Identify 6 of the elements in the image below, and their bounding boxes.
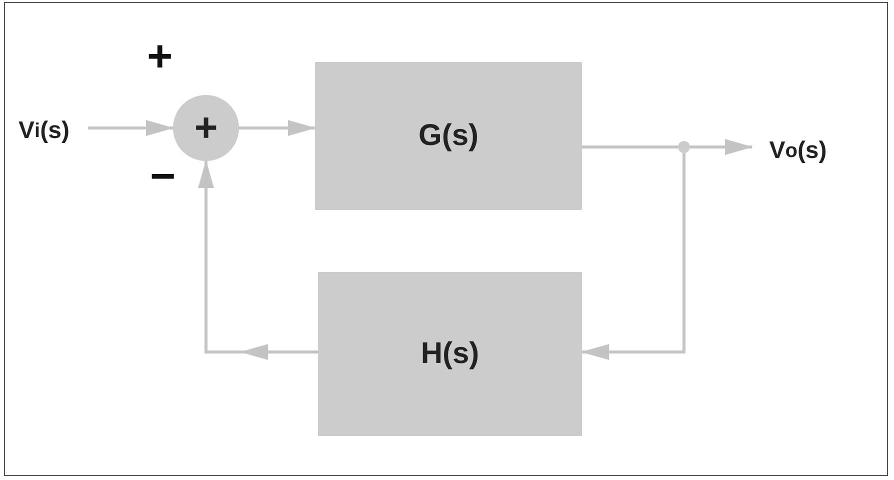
junction-dot bbox=[678, 141, 690, 153]
block: G(s) bbox=[315, 62, 582, 210]
minus-sign: − bbox=[150, 155, 176, 199]
plus-sign: + bbox=[147, 35, 173, 79]
block: H(s) bbox=[318, 272, 582, 436]
summing-junction: + bbox=[173, 95, 239, 161]
